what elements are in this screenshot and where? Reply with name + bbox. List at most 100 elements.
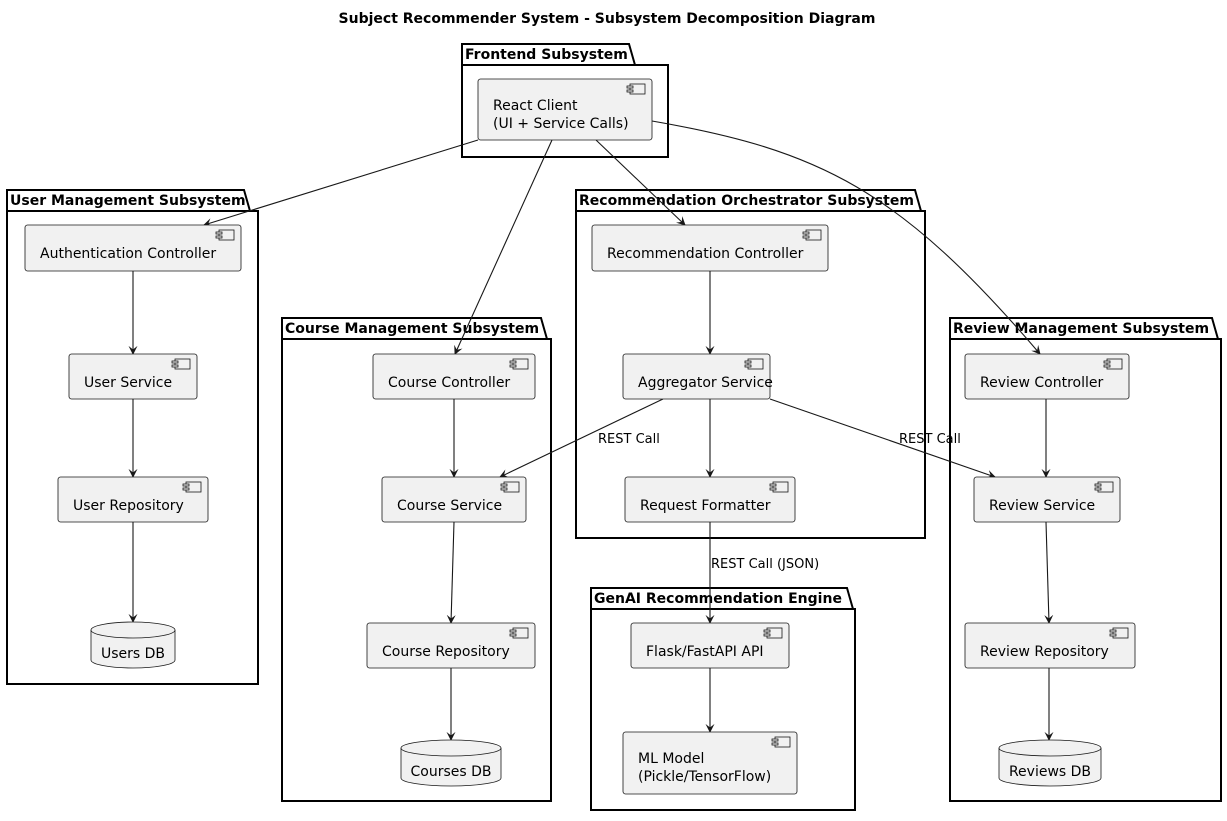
course-controller-box — [372, 353, 536, 400]
package-label-reco: Recommendation Orchestrator Subsystem — [579, 193, 914, 209]
request-formatter-label-0: Request Formatter — [640, 498, 771, 514]
package-label-user: User Management Subsystem — [10, 193, 246, 209]
component-course-controller: Course Controller — [372, 353, 536, 400]
component-course-service: Course Service — [381, 476, 527, 523]
review-service-label-0: Review Service — [989, 498, 1095, 514]
package-review: Review Management Subsystem — [949, 317, 1222, 802]
component-icon — [802, 229, 822, 241]
component-reco-controller: Recommendation Controller — [591, 224, 829, 272]
edge-line — [499, 398, 664, 478]
react-client-label-1: (UI + Service Calls) — [493, 116, 629, 132]
ml-model-label-0: ML Model — [638, 751, 704, 767]
component-reviews-db: Reviews DB — [998, 739, 1102, 787]
diagram-title: Subject Recommender System - Subsystem D… — [339, 11, 876, 27]
edge-label: REST Call — [899, 432, 961, 447]
package-label-genai: GenAI Recommendation Engine — [594, 591, 842, 607]
reco-controller-box — [591, 224, 829, 272]
user-service-box — [68, 353, 198, 400]
edge-label: REST Call (JSON) — [711, 557, 819, 572]
component-icon — [769, 481, 789, 493]
edge-line — [446, 521, 456, 624]
edge-line — [454, 139, 553, 355]
package-label-course: Course Management Subsystem — [285, 321, 539, 337]
course-repository-label-0: Course Repository — [382, 644, 510, 660]
component-course-repository: Course Repository — [366, 622, 536, 669]
course-service-label-0: Course Service — [397, 498, 502, 514]
course-controller-label-0: Course Controller — [388, 375, 510, 391]
component-icon — [1094, 481, 1114, 493]
course-repository-box — [366, 622, 536, 669]
review-controller-box — [964, 353, 1130, 400]
component-icon — [771, 736, 791, 748]
edge-label: REST Call — [598, 432, 660, 447]
component-aggregator-service: Aggregator Service — [622, 353, 773, 400]
aggregator-service-label-0: Aggregator Service — [638, 375, 773, 391]
component-icon — [1103, 358, 1123, 370]
reco-controller-label-0: Recommendation Controller — [607, 246, 804, 262]
flask-api-label-0: Flask/FastAPI API — [646, 644, 764, 660]
react-client-label-0: React Client — [493, 98, 578, 114]
user-repository-box — [57, 476, 209, 523]
edge-line — [1044, 521, 1054, 624]
component-icon — [215, 229, 235, 241]
component-icon — [763, 627, 783, 639]
nodes-layer: React Client (UI + Service Calls) Authenti… — [24, 78, 1136, 795]
component-icon — [509, 358, 529, 370]
ml-model-label-1: (Pickle/TensorFlow) — [638, 769, 771, 785]
component-icon — [171, 358, 191, 370]
component-user-service: User Service — [68, 353, 198, 400]
edge-react-client-to-course-controller — [454, 139, 553, 355]
package-label-review: Review Management Subsystem — [953, 321, 1209, 337]
component-courses-db: Courses DB — [400, 739, 502, 787]
component-users-db: Users DB — [90, 621, 176, 669]
component-user-repository: User Repository — [57, 476, 209, 523]
component-react-client: React Client (UI + Service Calls) — [477, 78, 653, 141]
edge-react-client-to-auth-controller — [203, 139, 479, 227]
package-label-frontend: Frontend Subsystem — [465, 47, 628, 63]
component-icon — [509, 627, 529, 639]
component-flask-api: Flask/FastAPI API — [630, 622, 790, 669]
edge-line — [595, 139, 686, 226]
component-icon — [182, 481, 202, 493]
review-service-box — [973, 476, 1121, 523]
request-formatter-box — [624, 476, 796, 523]
component-icon — [500, 481, 520, 493]
component-auth-controller: Authentication Controller — [24, 224, 242, 272]
user-service-label-0: User Service — [84, 375, 172, 391]
courses-db-label-0: Courses DB — [410, 764, 491, 780]
component-icon — [1109, 627, 1129, 639]
package-course: Course Management Subsystem — [281, 317, 552, 802]
edge-line — [203, 139, 479, 227]
component-icon — [626, 83, 646, 95]
component-icon — [744, 358, 764, 370]
review-controller-label-0: Review Controller — [980, 375, 1104, 391]
user-repository-label-0: User Repository — [73, 498, 184, 514]
course-service-box — [381, 476, 527, 523]
edge-review-service-to-review-repository — [1044, 521, 1054, 624]
edge-react-client-to-reco-controller — [595, 139, 686, 226]
edge-request-formatter-to-flask-api: REST Call (JSON) — [705, 522, 819, 624]
auth-controller-box — [24, 224, 242, 272]
review-repository-box — [964, 622, 1136, 669]
react-client-box — [477, 78, 653, 141]
edge-aggregator-service-to-course-service: REST Call — [499, 398, 664, 478]
users-db-label-0: Users DB — [101, 646, 165, 662]
edge-line — [651, 120, 1041, 355]
component-review-repository: Review Repository — [964, 622, 1136, 669]
edge-aggregator-service-to-review-service: REST Call — [769, 398, 996, 479]
edge-course-service-to-course-repository — [446, 521, 456, 624]
auth-controller-label-0: Authentication Controller — [40, 246, 216, 262]
review-repository-label-0: Review Repository — [980, 644, 1109, 660]
edge-line — [769, 398, 996, 479]
aggregator-service-box — [622, 353, 771, 400]
component-ml-model: ML Model (Pickle/TensorFlow) — [622, 731, 798, 795]
reviews-db-label-0: Reviews DB — [1009, 764, 1091, 780]
component-review-controller: Review Controller — [964, 353, 1130, 400]
ml-model-box — [622, 731, 798, 795]
flask-api-box — [630, 622, 790, 669]
component-request-formatter: Request Formatter — [624, 476, 796, 523]
component-review-service: Review Service — [973, 476, 1121, 523]
